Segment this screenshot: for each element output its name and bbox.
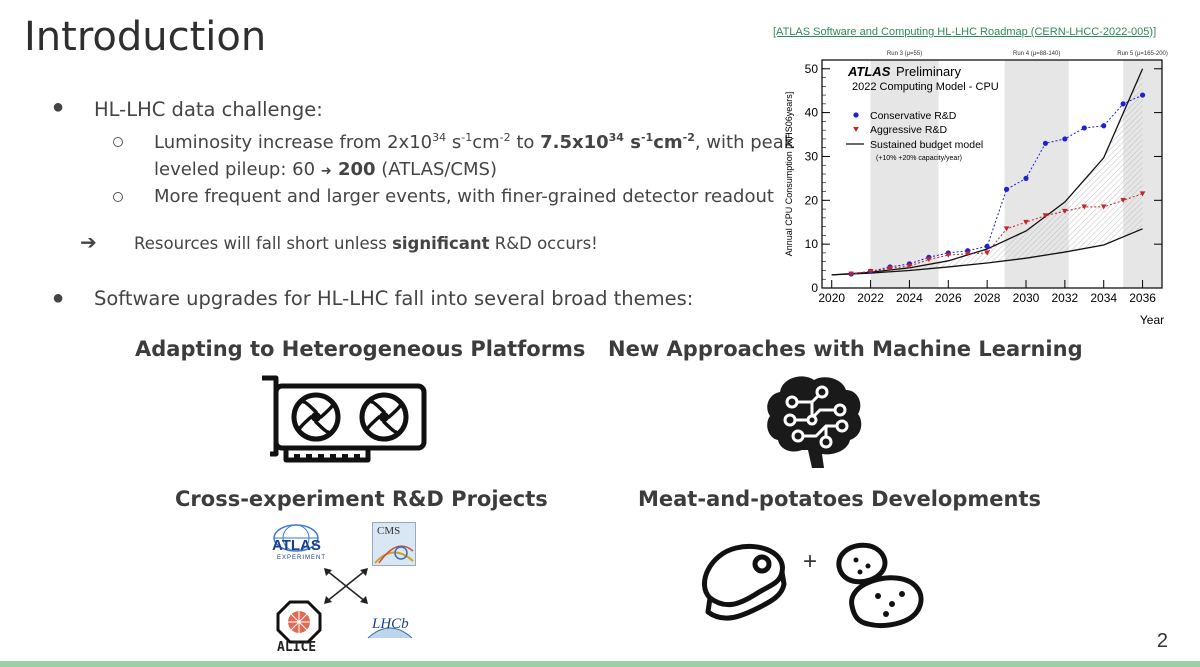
conservative-point: [984, 243, 990, 249]
x-tick-label: 2020: [818, 291, 845, 305]
theme-cross-experiment: Cross-experiment R&D Projects: [175, 487, 548, 511]
y-tick-label: 10: [805, 237, 819, 251]
conservative-point: [1101, 123, 1107, 129]
chart-brand-suffix: Preliminary: [896, 64, 962, 79]
x-tick-label: 2032: [1052, 291, 1079, 305]
bullet-software-upgrades: Software upgrades for HL-LHC fall into s…: [94, 287, 694, 310]
budget-band: [831, 68, 1143, 275]
steak-icon: [702, 544, 787, 621]
conservative-point: [1042, 140, 1049, 146]
aggressive-point: [1062, 208, 1068, 214]
run-shade-1: [870, 60, 939, 288]
footer-bar: [0, 661, 1200, 667]
budget-curve-lower: [831, 228, 1143, 276]
y-tick-label: 20: [805, 193, 819, 207]
aggressive-point: [1100, 204, 1107, 210]
legend-label-aggressive: Aggressive R&D: [870, 124, 947, 136]
series-line-2: [851, 193, 1143, 275]
aggressive-point: [1003, 226, 1010, 232]
resources-warning: Resources will fall short unless signifi…: [134, 234, 598, 253]
series-line-1: [851, 94, 1143, 275]
legend-marker-aggressive: [853, 127, 859, 132]
slide-title: Introduction: [24, 14, 267, 60]
chart-svg: Run 3 (μ=55) Run 4 (μ=88-140) Run 5 (μ=165…: [784, 51, 1168, 327]
aggressive-point: [906, 263, 913, 269]
reference-link[interactable]: [ATLAS Software and Computing HL-LHC Roa…: [773, 26, 1157, 38]
chart-brand: ATLAS: [847, 64, 891, 79]
x-tick-label: 2034: [1090, 291, 1117, 305]
y-axis-label: Annual CPU Consumption [MHS06years]: [784, 92, 794, 257]
run-label-1: Run 3 (μ=55): [887, 51, 922, 57]
run-label-3: Run 5 (μ=165-200): [1117, 51, 1168, 57]
conservative-point: [1120, 101, 1126, 107]
arrow-right-icon: ➔: [80, 232, 97, 254]
legend-label-conservative: Conservative R&D: [870, 110, 957, 122]
theme-machine-learning: New Approaches with Machine Learning: [608, 337, 1083, 361]
atlas-logo: ATLAS EXPERIMENT: [268, 522, 325, 568]
conservative-point: [1023, 175, 1029, 181]
bullet-dot: ●: [52, 96, 65, 118]
x-tick-label: 2036: [1129, 291, 1156, 305]
aggressive-point: [945, 252, 952, 258]
y-tick-label: 0: [811, 281, 818, 295]
x-tick-label: 2026: [935, 291, 962, 305]
aggressive-point: [1139, 191, 1146, 197]
alice-logo: ALICE: [276, 600, 322, 656]
conservative-point: [1003, 186, 1010, 192]
plus-sign: +: [803, 548, 818, 575]
page-number: 2: [1156, 630, 1168, 652]
right-arrow-icon: ➜: [320, 164, 332, 179]
sub-bullet-circle: [113, 192, 123, 202]
aggressive-point: [984, 250, 990, 256]
conservative-point: [1062, 136, 1068, 142]
bullet-hl-lhc-challenge: HL-LHC data challenge:: [94, 98, 323, 121]
y-tick-label: 30: [805, 149, 819, 163]
aggressive-point: [848, 271, 854, 277]
legend-label-budget: Sustained budget model: [870, 139, 983, 151]
cpu-consumption-chart: Run 3 (μ=55) Run 4 (μ=88-140) Run 5 (μ=165…: [776, 42, 1176, 332]
theme-heterogeneous-platforms: Adapting to Heterogeneous Platforms: [135, 337, 586, 361]
aggressive-point: [1120, 197, 1126, 203]
cross-arrows-icon: [324, 568, 368, 604]
theme-meat-and-potatoes: Meat-and-potatoes Developments: [638, 487, 1041, 511]
x-tick-label: 2028: [974, 291, 1001, 305]
lhcb-logo: LHCb: [366, 612, 414, 642]
brain-circuit-icon: [767, 376, 862, 468]
x-tick-label: 2022: [857, 291, 884, 305]
aggressive-point: [1042, 213, 1049, 219]
gpu-card-icon: [262, 375, 427, 463]
budget-curve-upper: [831, 68, 1144, 276]
bullet-dot: ●: [52, 287, 65, 309]
conservative-point: [1081, 125, 1087, 131]
cms-logo: CMS: [372, 522, 416, 566]
sub-bullet-luminosity: Luminosity increase from 2x1034 s-1cm-2 …: [154, 131, 795, 153]
x-tick-label: 2024: [896, 291, 923, 305]
aggressive-point: [926, 257, 932, 263]
x-axis-label: Year: [1140, 313, 1164, 327]
chart-title: 2022 Computing Model - CPU: [852, 81, 999, 93]
legend-budget-note: (+10% +20% capacity/year): [876, 155, 962, 162]
conservative-point: [1139, 92, 1146, 98]
aggressive-point: [964, 251, 971, 257]
aggressive-point: [867, 268, 874, 274]
sub-bullet-pileup: leveled pileup: 60 ➜ 200 (ATLAS/CMS): [154, 159, 497, 180]
x-tick-label: 2030: [1013, 291, 1040, 305]
aggressive-point: [1081, 204, 1088, 210]
aggressive-point: [1023, 219, 1029, 225]
run-label-2: Run 4 (μ=88-140): [1013, 51, 1060, 57]
potatoes-icon: [836, 542, 924, 628]
aggressive-point: [887, 265, 893, 271]
sub-bullet-events: More frequent and larger events, with fi…: [154, 186, 774, 207]
y-tick-label: 50: [805, 62, 819, 76]
y-tick-label: 40: [805, 106, 819, 120]
sub-bullet-circle: [113, 137, 123, 147]
legend-marker-conservative: [853, 112, 859, 118]
